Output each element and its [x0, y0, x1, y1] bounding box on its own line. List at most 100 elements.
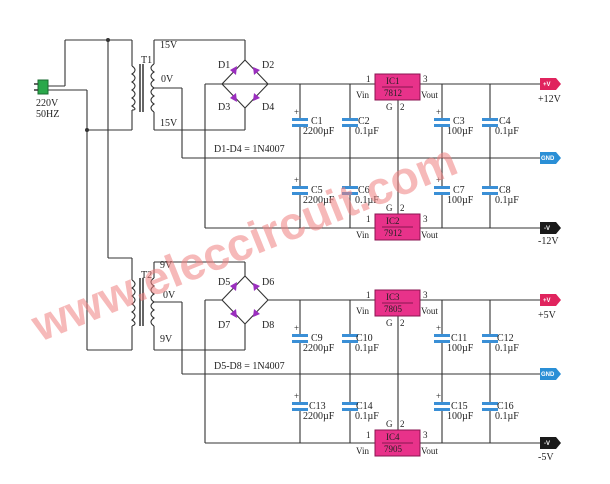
terminal-plus12v	[540, 78, 561, 90]
rails-5v	[182, 299, 540, 444]
c7-plus-sign: +	[436, 175, 441, 185]
c15-plus-sign: +	[436, 391, 441, 401]
c8-value: 0.1µF	[495, 195, 519, 206]
ic4-vin: Vin	[356, 446, 369, 456]
c10-value: 0.1µF	[355, 343, 379, 354]
ic4-part: 7905	[384, 444, 403, 454]
cap-c2	[342, 84, 358, 158]
cap-c13	[292, 374, 308, 443]
input-frequency-label: 50HZ	[36, 109, 59, 120]
bridge-rectifier-1	[204, 39, 300, 228]
d2-label: D2	[262, 60, 274, 71]
cap-c1	[292, 84, 308, 158]
input-voltage-label: 220V	[36, 98, 59, 109]
c9-label: C9	[311, 333, 323, 344]
c12-value: 0.1µF	[495, 343, 519, 354]
c3-plus-sign: +	[436, 107, 441, 117]
cap-c8	[482, 158, 498, 228]
t2-bottom-tap: 9V	[160, 334, 173, 345]
c4-label: C4	[499, 116, 511, 127]
terminal-gnd2	[540, 368, 561, 380]
ic2-pin2: 2	[400, 203, 405, 213]
ic2-vout: Vout	[421, 230, 438, 240]
ic1-vout: Vout	[421, 90, 438, 100]
ic2-name: IC2	[386, 216, 400, 226]
c4-value: 0.1µF	[495, 126, 519, 137]
c6-value: 0.1µF	[355, 195, 379, 206]
cap-c4	[482, 84, 498, 158]
t2-center-tap: 0V	[163, 290, 176, 301]
c9-value: 2200µF	[303, 343, 335, 354]
mains-wiring	[48, 38, 133, 351]
c11-label: C11	[451, 333, 467, 344]
d7-label: D7	[218, 320, 230, 331]
t2-top-tap: 9V	[160, 260, 173, 271]
cap-c9	[292, 300, 308, 374]
power-plug-icon	[34, 79, 49, 95]
ic1-g: G	[386, 102, 393, 112]
c12-label: C12	[497, 333, 514, 344]
c16-label: C16	[497, 401, 514, 412]
ic4-pin2: 2	[400, 419, 405, 429]
bridge2-note: D5-D8 = 1N4007	[214, 361, 285, 372]
c13-label: C13	[309, 401, 326, 412]
terminal-plus5v	[540, 294, 561, 306]
c2-label: C2	[358, 116, 370, 127]
ic3-pin2: 2	[400, 318, 405, 328]
output-plus5v-label: +5V	[538, 310, 557, 321]
c1-label: C1	[311, 116, 323, 127]
ic3-vin: Vin	[356, 306, 369, 316]
terminal-minus12v-tag: -V	[544, 226, 550, 232]
ic2-pin1: 1	[366, 214, 371, 224]
cap-c14	[342, 374, 358, 443]
cap-c7	[434, 158, 450, 228]
ic4-g: G	[386, 419, 393, 429]
c1-plus-sign: +	[294, 107, 299, 117]
c5-plus-sign: +	[294, 175, 299, 185]
ic3-vout: Vout	[421, 306, 438, 316]
ic2-vin: Vin	[356, 230, 369, 240]
ic2-g: G	[386, 203, 393, 213]
cap-c5	[292, 158, 308, 228]
c14-label: C14	[356, 401, 373, 412]
d3-label: D3	[218, 102, 230, 113]
t1-label: T1	[141, 55, 152, 66]
c7-label: C7	[453, 185, 465, 196]
terminal-minus12v	[540, 222, 561, 234]
ic2-pin3: 3	[423, 214, 428, 224]
c3-value: 100µF	[447, 126, 474, 137]
c11-value: 100µF	[447, 343, 474, 354]
terminal-gnd1	[540, 152, 561, 164]
d5-label: D5	[218, 277, 230, 288]
cap-c3	[434, 84, 450, 158]
t1-center-tap: 0V	[161, 74, 174, 85]
output-plus12v-label: +12V	[538, 94, 562, 105]
c2-value: 0.1µF	[355, 126, 379, 137]
ic1-vin: Vin	[356, 90, 369, 100]
cap-c15	[434, 374, 450, 443]
cap-c6	[342, 158, 358, 228]
d6-label: D6	[262, 277, 274, 288]
c14-value: 0.1µF	[355, 411, 379, 422]
ic3-g: G	[386, 318, 393, 328]
terminal-plus12v-tag: +V	[543, 82, 551, 88]
bridge1-note: D1-D4 = 1N4007	[214, 144, 285, 155]
ic1-pin1: 1	[366, 74, 371, 84]
c3-label: C3	[453, 116, 465, 127]
c15-value: 100µF	[447, 411, 474, 422]
terminal-minus5v-tag: -V	[544, 441, 550, 447]
c9-plus-sign: +	[294, 323, 299, 333]
d1-label: D1	[218, 60, 230, 71]
c5-label: C5	[311, 185, 323, 196]
t1-top-tap: 15V	[160, 40, 178, 51]
ic1-part: 7812	[384, 88, 402, 98]
ic2-part: 7912	[384, 228, 402, 238]
c16-value: 0.1µF	[495, 411, 519, 422]
ic3-pin3: 3	[423, 290, 428, 300]
terminal-gnd1-tag: GND	[541, 156, 555, 162]
regulator-ic3	[374, 289, 421, 317]
d4-label: D4	[262, 102, 274, 113]
c5-value: 2200µF	[303, 195, 335, 206]
c15-label: C15	[451, 401, 468, 412]
